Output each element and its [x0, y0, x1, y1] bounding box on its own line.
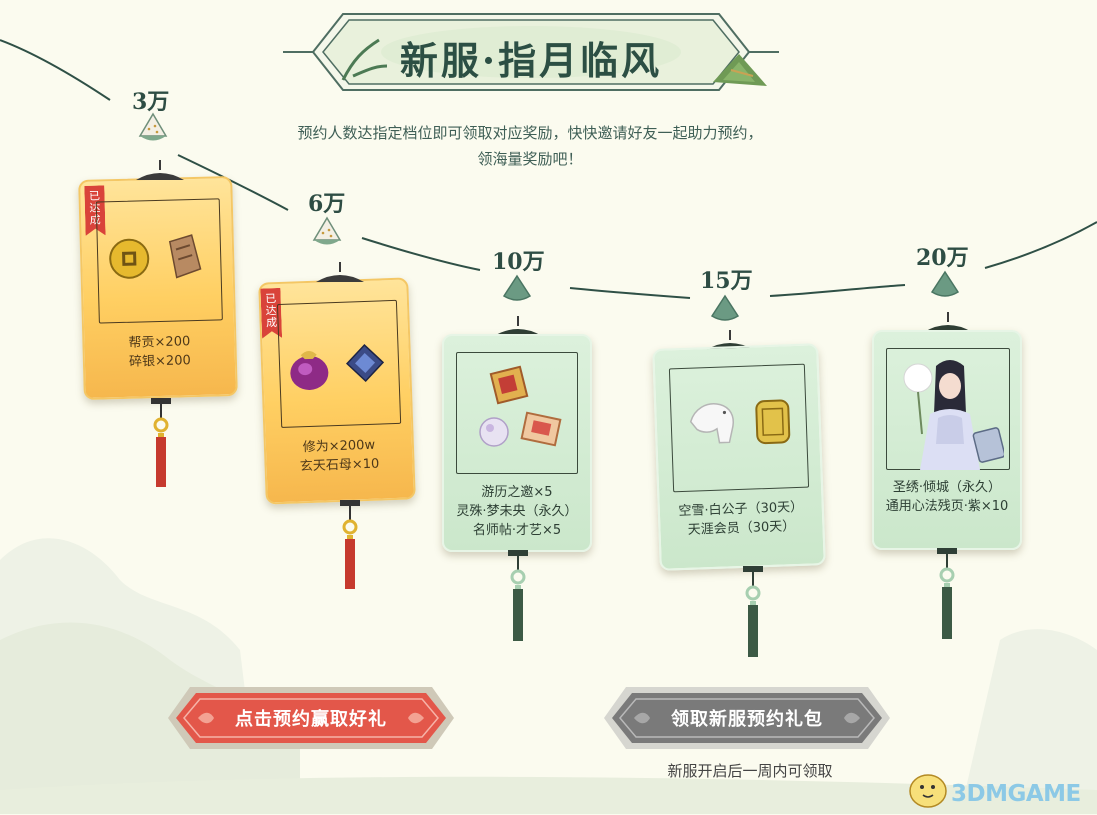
rice-dumpling-icon: [138, 112, 168, 141]
reward-card-20wan: 圣绣·倾城（永久） 通用心法残页·紫×10: [872, 330, 1022, 550]
reward-item: 通用心法残页·紫×10: [885, 499, 1009, 514]
hanger-icon: [316, 262, 364, 282]
watermark-text: 3DMGAME: [951, 781, 1081, 807]
mascot-logo-icon: [909, 774, 947, 808]
reward-card-3wan: 已达成 帮贡×200 碎银×200: [78, 176, 238, 400]
title-banner: 新服·指月临风: [283, 10, 779, 94]
cultivation-pouch-icon: [290, 350, 329, 390]
claim-gift-button[interactable]: 领取新服预约礼包: [604, 685, 890, 751]
tassel-icon: [743, 566, 763, 657]
zongzi-icon: [713, 54, 767, 86]
rice-dumpling-icon: [312, 216, 342, 245]
rice-dumpling-icon: [502, 274, 532, 301]
hanger-icon: [136, 160, 184, 180]
milestone-label: 15万: [700, 268, 753, 294]
reward-list: 帮贡×200 碎银×200: [84, 331, 235, 373]
reward-list: 圣绣·倾城（永久） 通用心法残页·紫×10: [874, 478, 1020, 516]
reward-card-6wan: 已达成 修为×200w 玄天石母×10: [258, 277, 416, 505]
reward-list: 空雪·白公子（30天） 天涯会员（30天）: [660, 497, 823, 541]
claim-note: 新服开启后一周内可领取: [667, 762, 833, 780]
reward-item: 游历之邀×5: [481, 485, 553, 500]
subtitle-line-2: 领海量奖励吧！: [477, 150, 583, 168]
reward-item: 圣绣·倾城（永久）: [892, 480, 1002, 495]
silver-ingot-icon: [168, 234, 202, 279]
milestone-label: 10万: [492, 249, 545, 275]
white-horse-icon: [689, 403, 735, 444]
membership-token-icon: [755, 399, 791, 445]
tassel-icon: [151, 398, 171, 487]
reward-item: 灵殊·梦未央（永久）: [456, 504, 578, 519]
tassel-icon: [340, 500, 360, 589]
reward-card-15wan: 空雪·白公子（30天） 天涯会员（30天）: [652, 343, 826, 571]
reward-card-10wan: 游历之邀×5 灵殊·梦未央（永久） 名师帖·才艺×5: [442, 334, 592, 552]
reserve-button[interactable]: 点击预约赢取好礼: [168, 685, 454, 751]
coin-icon: [109, 238, 150, 279]
page-title: 新服·指月临风: [399, 38, 663, 83]
watermark: 3DMGAME: [905, 765, 1095, 811]
tassel-icon: [937, 548, 957, 639]
reward-list: 修为×200w 玄天石母×10: [266, 434, 413, 477]
milestone-label: 3万: [132, 89, 170, 115]
outfit-preview-icon: [903, 360, 1004, 470]
claim-gift-button-label: 领取新服预约礼包: [671, 709, 823, 730]
stone-crystal-icon: [345, 343, 385, 383]
milestone-label: 20万: [916, 245, 969, 271]
subtitle: 预约人数达指定档位即可领取对应奖励，快快邀请好友一起助力预约， 领海量奖励吧！: [230, 120, 830, 172]
tassel-icon: [508, 550, 528, 641]
reward-item: 玄天石母×10: [299, 456, 380, 475]
reward-item: 碎银×200: [128, 353, 191, 370]
reward-list: 游历之邀×5 灵殊·梦未央（永久） 名师帖·才艺×5: [444, 483, 590, 540]
milestone-label: 6万: [308, 191, 346, 217]
reserve-button-label: 点击预约赢取好礼: [235, 709, 387, 730]
invitation-scroll-icon: [479, 365, 562, 447]
reward-item: 名师帖·才艺×5: [472, 523, 562, 538]
subtitle-line-1: 预约人数达指定档位即可领取对应奖励，快快邀请好友一起助力预约，: [297, 124, 763, 142]
rice-dumpling-icon: [710, 294, 740, 321]
rice-dumpling-icon: [930, 270, 960, 297]
